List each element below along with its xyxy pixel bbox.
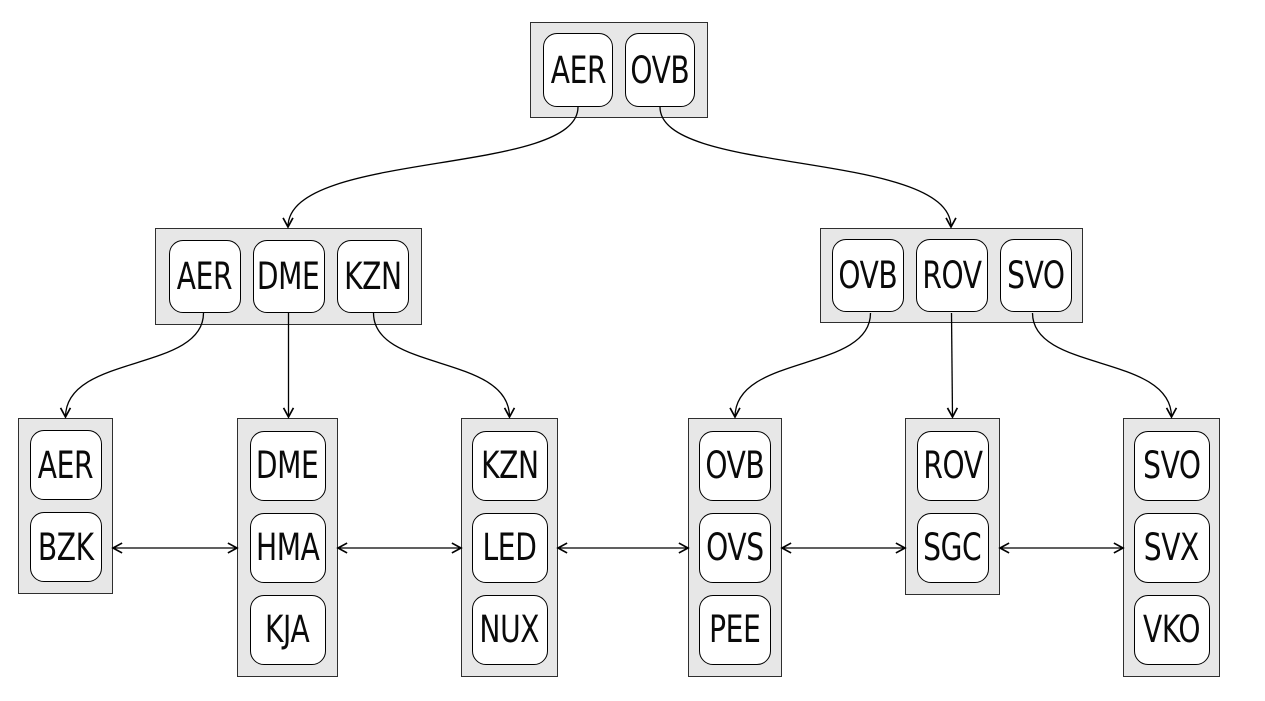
key-cell: OVB [831, 239, 904, 312]
edge-internal-left-to-leaf-3 [372, 312, 516, 419]
key-label: ROV [921, 254, 982, 297]
key-cell: AER [168, 240, 241, 313]
btree-node-leaf-4: OVB OVS PEE [688, 418, 782, 677]
key-label: OVB [705, 444, 765, 487]
key-cell: HMA [249, 512, 326, 583]
key-cell: SVO [999, 239, 1072, 312]
key-cell: KZN [471, 430, 548, 501]
key-cell: OVB [699, 430, 771, 501]
edge-root-to-internal-left [282, 106, 579, 229]
key-label: ROV [922, 444, 983, 487]
btree-node-leaf-5: ROV SGC [905, 418, 1000, 595]
key-label: SVO [1006, 254, 1065, 297]
key-label: BZK [37, 525, 94, 569]
key-cell: VKO [1133, 594, 1210, 665]
key-label: OVB [837, 254, 898, 297]
btree-node-leaf-2: DME HMA KJA [237, 418, 338, 677]
key-cell: ROV [915, 239, 988, 312]
key-label: PEE [709, 608, 761, 651]
btree-node-leaf-1: AER BZK [18, 418, 113, 594]
key-label: AER [37, 443, 94, 487]
btree-node-internal-right: OVB ROV SVO [820, 228, 1083, 323]
edge-root-to-internal-right [659, 106, 957, 229]
key-label: OVS [706, 526, 764, 569]
key-label: VKO [1142, 608, 1201, 651]
btree-node-leaf-6: SVO SVX VKO [1123, 418, 1220, 677]
key-cell: OVS [699, 512, 771, 583]
btree-node-internal-left: AER DME KZN [155, 228, 422, 325]
key-cell: SVO [1133, 430, 1210, 501]
edge-internal-left-to-leaf-1 [59, 312, 205, 419]
key-cell: BZK [29, 512, 102, 582]
key-cell: AER [29, 430, 102, 500]
key-label: DME [256, 444, 319, 487]
edge-internal-right-to-leaf-6 [1031, 312, 1178, 419]
key-cell: AER [543, 33, 613, 107]
key-label: KZN [343, 255, 402, 298]
key-cell: LED [471, 512, 548, 583]
key-label: SVX [1143, 526, 1200, 569]
key-label: DME [257, 255, 320, 298]
key-cell: NUX [471, 594, 548, 665]
key-label: LED [482, 526, 537, 569]
key-cell: DME [252, 240, 325, 313]
key-cell: PEE [699, 594, 771, 665]
edge-internal-right-to-leaf-5 [946, 312, 959, 419]
key-label: AER [176, 255, 233, 298]
key-label: HMA [255, 526, 320, 569]
key-cell: ROV [916, 430, 989, 501]
key-label: KZN [480, 444, 539, 487]
key-label: SVO [1142, 444, 1201, 487]
key-cell: OVB [625, 33, 695, 107]
key-label: KJA [265, 608, 310, 651]
key-cell: SVX [1133, 512, 1210, 583]
key-label: AER [550, 48, 606, 92]
key-cell: KJA [249, 594, 326, 665]
edge-internal-right-to-leaf-4 [729, 312, 872, 419]
key-label: OVB [630, 48, 690, 92]
key-cell: KZN [336, 240, 409, 313]
btree-node-leaf-3: KZN LED NUX [461, 418, 558, 677]
key-label: SGC [923, 526, 982, 569]
key-label: NUX [479, 608, 540, 651]
key-cell: SGC [916, 512, 989, 583]
btree-node-root: AER OVB [530, 22, 708, 118]
key-cell: DME [249, 430, 326, 501]
